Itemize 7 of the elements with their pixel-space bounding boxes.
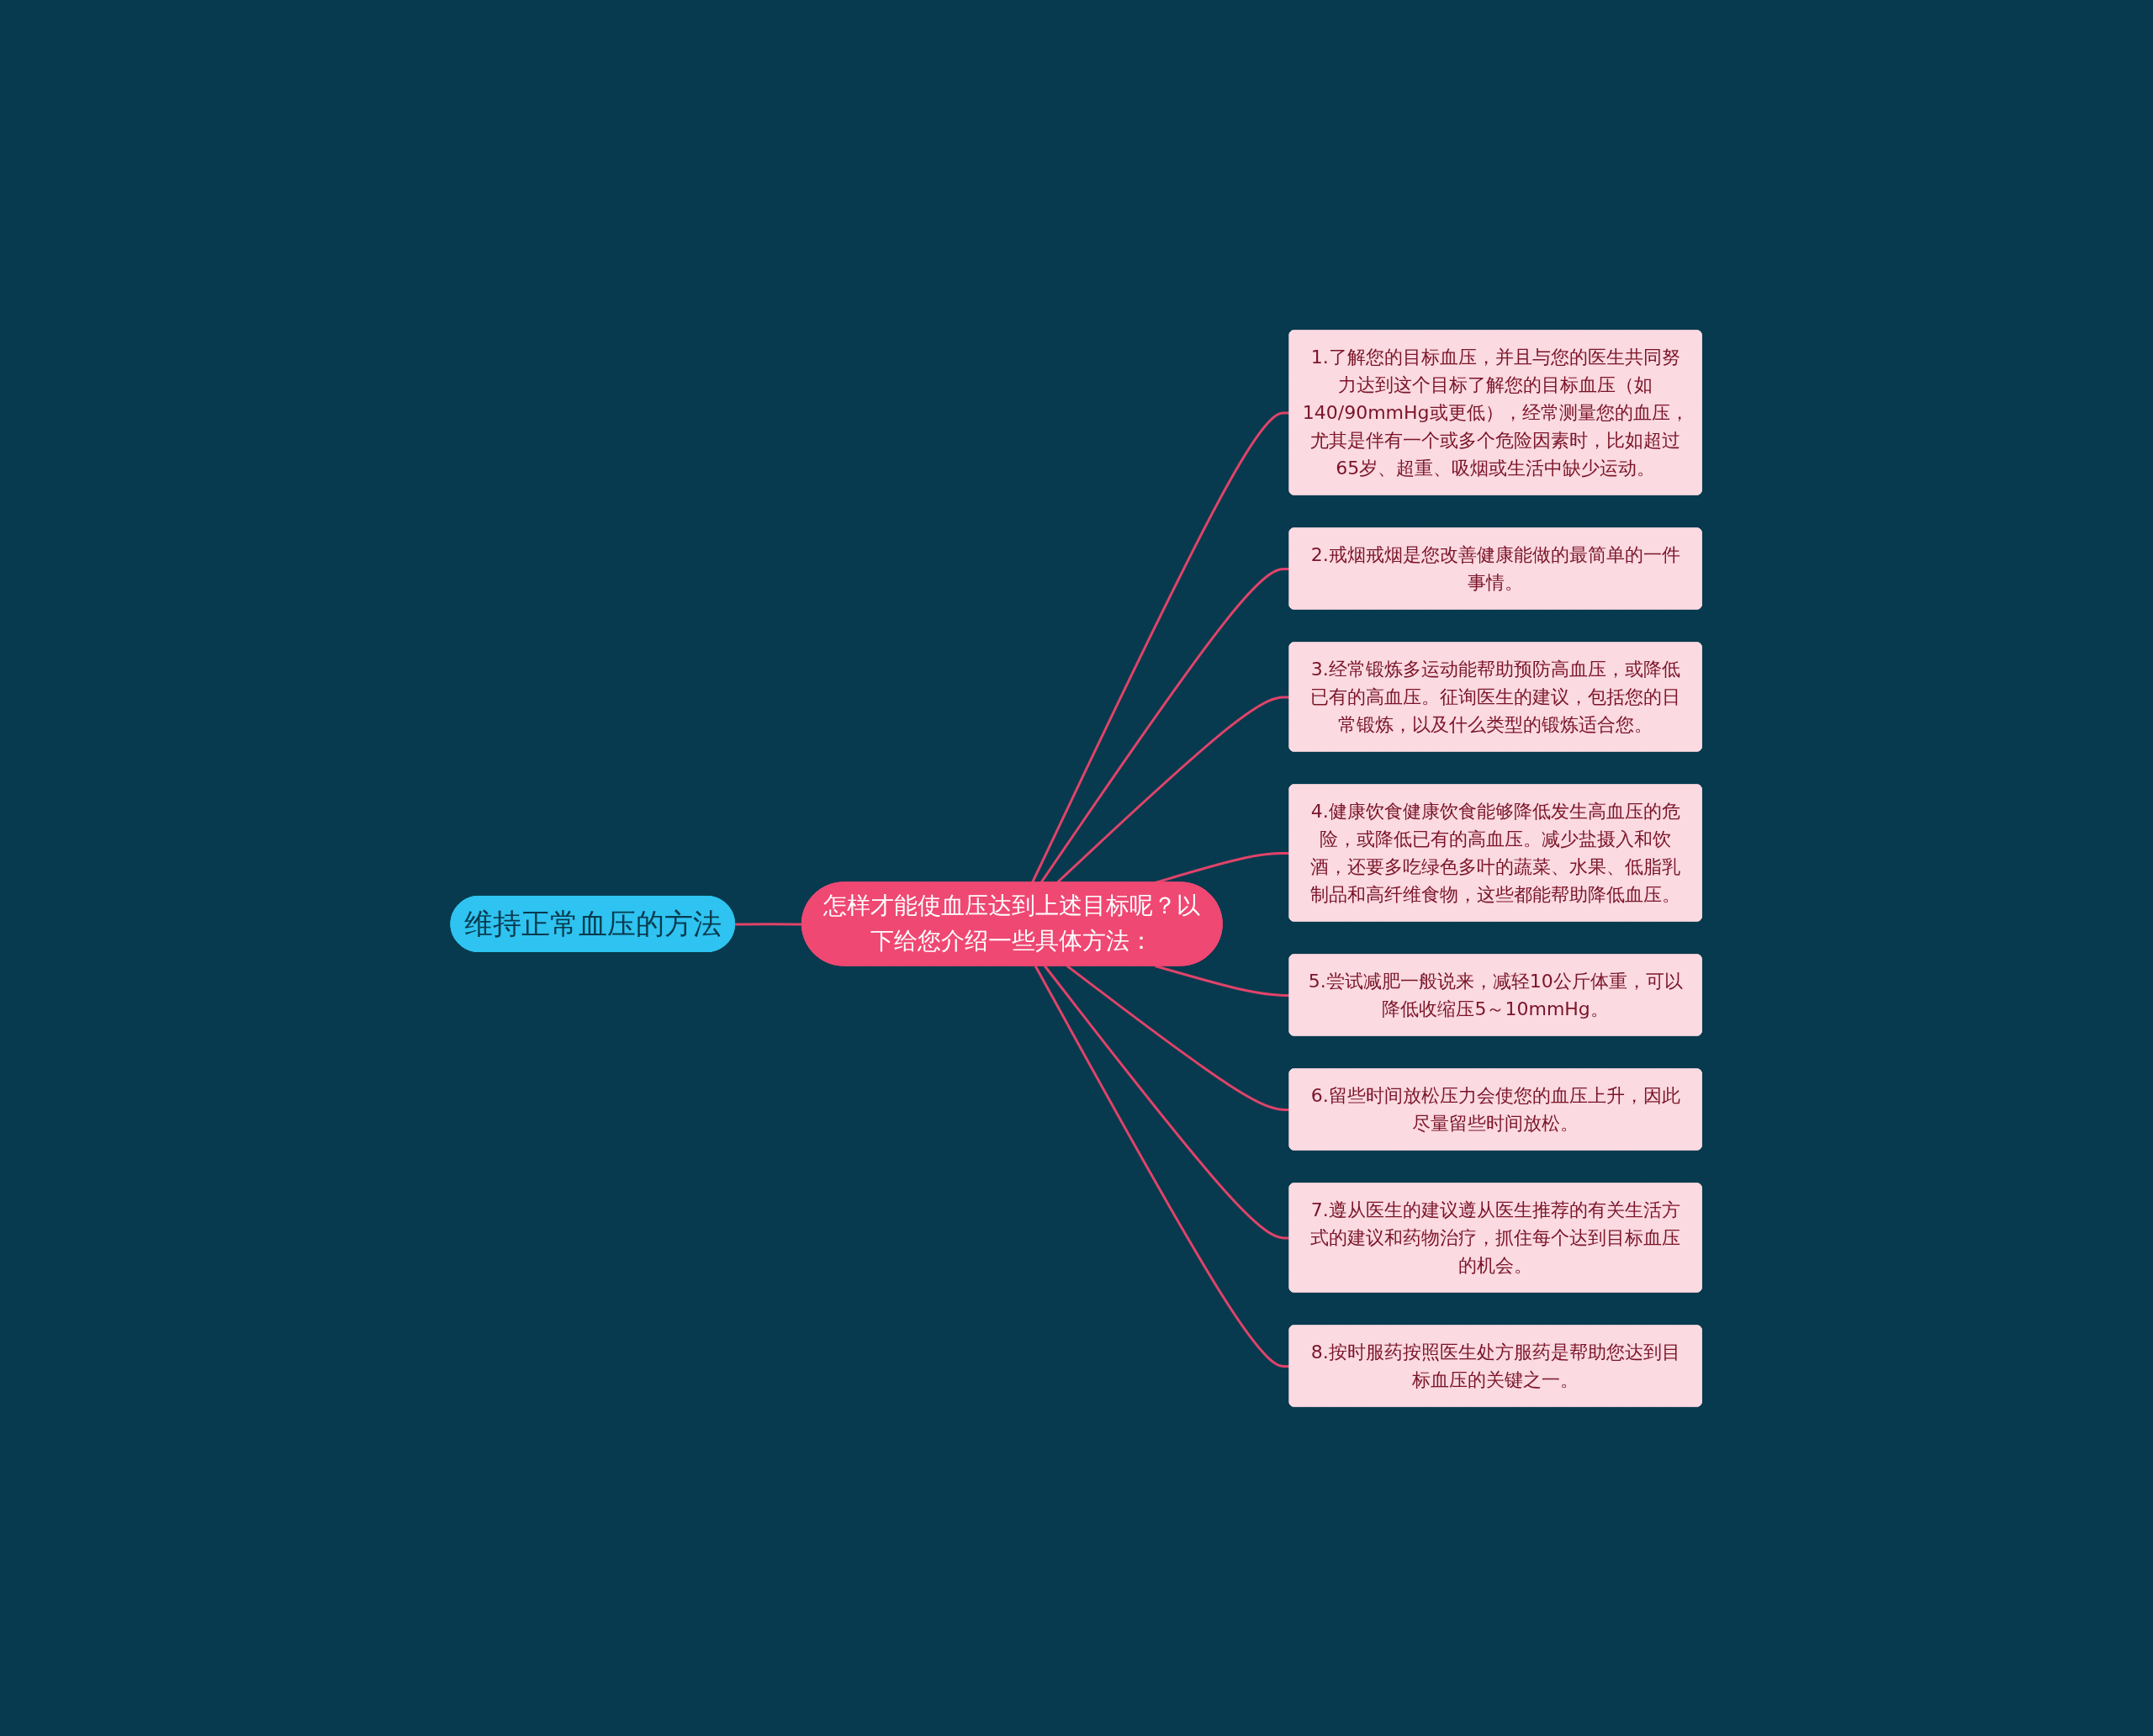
connector (1155, 964, 1291, 997)
connector (1031, 410, 1291, 883)
connector (735, 922, 803, 925)
connector (1039, 567, 1291, 883)
connector (1044, 965, 1291, 1239)
connector (1034, 965, 1291, 1368)
connector (1066, 964, 1291, 1111)
